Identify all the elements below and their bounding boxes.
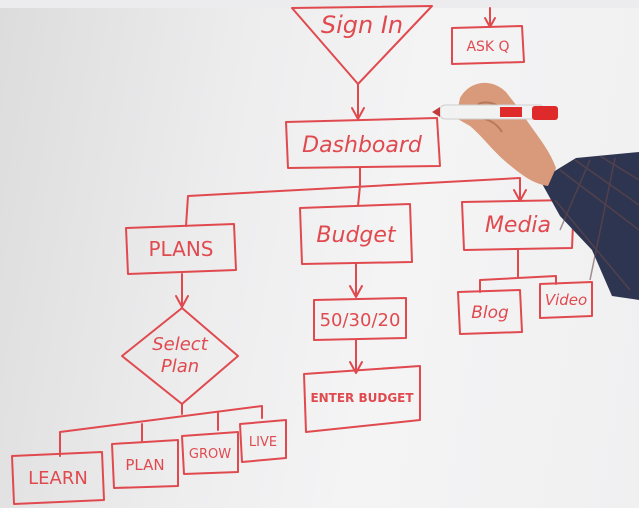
arrow-plans-select xyxy=(175,273,189,308)
budget-rule-label: 50/30/20 xyxy=(320,310,401,331)
marker-tip xyxy=(432,107,440,117)
enter-budget-label: ENTER BUDGET xyxy=(310,391,414,405)
grow-box xyxy=(181,431,239,475)
plan-box xyxy=(111,439,179,489)
budget-box xyxy=(299,203,413,265)
dashboard-label: Dashboard xyxy=(302,133,423,158)
select-plan-branch xyxy=(59,403,263,457)
video-box xyxy=(539,281,593,319)
media-label: Media xyxy=(485,213,551,238)
select-label: Select xyxy=(152,334,208,355)
plan-option-label: PLAN xyxy=(125,456,164,474)
live-box xyxy=(239,419,287,463)
arrow-rule-enter xyxy=(349,339,363,374)
dashboard-box xyxy=(285,117,441,169)
blog-box xyxy=(457,289,523,335)
plans-box xyxy=(125,223,237,275)
media-box xyxy=(461,199,575,251)
arrow-budget-rule xyxy=(349,263,363,298)
grow-label: GROW xyxy=(189,447,231,462)
live-label: LIVE xyxy=(249,435,277,450)
sleeve-plaid xyxy=(554,155,639,291)
budget-rule-box xyxy=(313,297,407,341)
plans-label: PLANS xyxy=(149,237,214,261)
plan-label: Plan xyxy=(161,356,199,377)
learn-box xyxy=(11,451,105,505)
blog-label: Blog xyxy=(471,303,509,323)
marker-band xyxy=(500,107,522,117)
marker-cap xyxy=(532,106,558,120)
ask-q-arrow xyxy=(484,7,496,28)
arrow-signin-dashboard xyxy=(351,83,365,120)
learn-label: LEARN xyxy=(28,468,88,489)
ask-q-label: ASK Q xyxy=(466,39,509,55)
video-label: Video xyxy=(545,291,587,309)
ask-q-box xyxy=(451,25,525,65)
budget-label: Budget xyxy=(316,223,397,248)
media-branch xyxy=(479,249,557,293)
marker-body xyxy=(439,104,545,120)
sign-in-diamond xyxy=(291,5,433,85)
dashboard-branch xyxy=(185,167,527,227)
hand xyxy=(456,82,556,186)
hand-with-marker xyxy=(432,82,639,300)
top-edge xyxy=(0,0,639,8)
sign-in-label: Sign In xyxy=(321,11,403,39)
sleeve xyxy=(540,152,639,300)
enter-budget-box xyxy=(303,365,421,433)
